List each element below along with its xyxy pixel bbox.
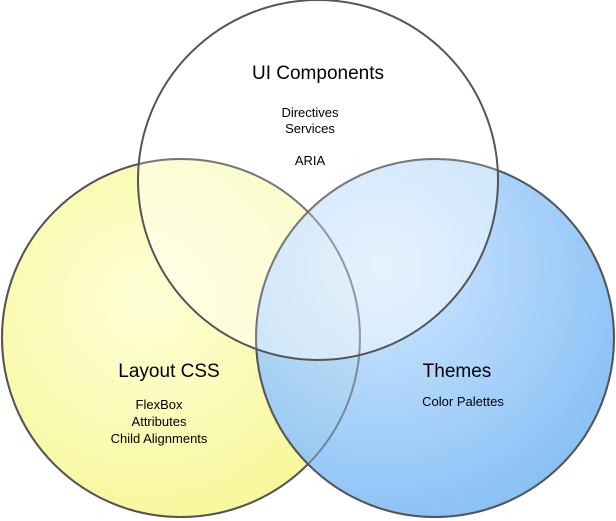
circle-layout-css-outline [1, 158, 361, 518]
themes-title: Themes [423, 361, 492, 382]
themes-item-color-palettes: Color Palettes [422, 394, 504, 409]
ui-components-item-services: Services [285, 121, 335, 136]
circle-themes-outline [255, 158, 615, 518]
layout-css-item-child-alignments: Child Alignments [111, 431, 208, 446]
layout-css-title: Layout CSS [118, 361, 219, 382]
ui-components-item-directives: Directives [281, 105, 339, 120]
ui-components-title: UI Components [252, 63, 384, 84]
ui-components-item-aria: ARIA [295, 153, 326, 168]
layout-css-item-attributes: Attributes [132, 414, 187, 429]
circle-ui-components [137, 0, 499, 361]
layout-css-item-flexbox: FlexBox [136, 397, 183, 412]
